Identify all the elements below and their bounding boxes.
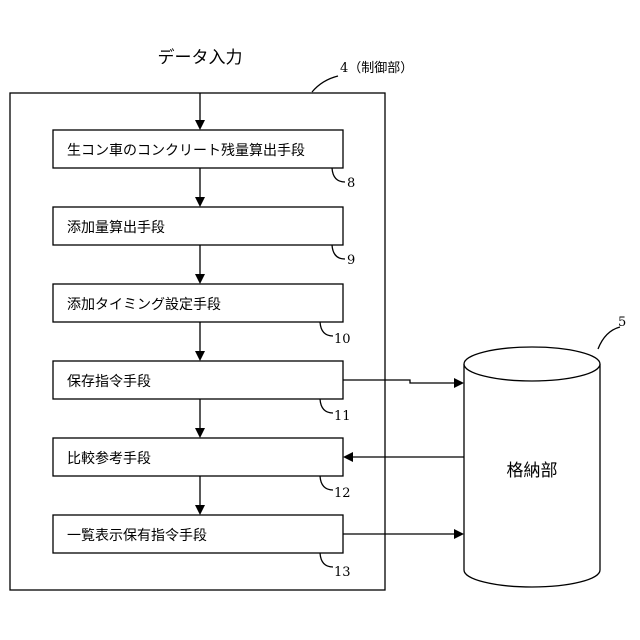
- step-label: 添加量算出手段: [67, 220, 165, 236]
- controller-leader-line: [312, 76, 338, 92]
- step-ref: 11: [334, 409, 351, 424]
- data-input-label: データ入力: [158, 47, 243, 68]
- controller-ref-label: 4（制御部）: [340, 61, 413, 76]
- storage-ref-label: 5: [618, 315, 626, 330]
- storage-cylinder: 格納部 5: [464, 315, 626, 587]
- step-label: 添加タイミング設定手段: [67, 297, 221, 313]
- step-ref: 13: [334, 565, 351, 580]
- step-ref: 12: [334, 486, 351, 501]
- step-ref: 9: [347, 253, 355, 268]
- step-label: 生コン車のコンクリート残量算出手段: [67, 142, 305, 159]
- storage-label: 格納部: [507, 461, 558, 481]
- step-label: 比較参考手段: [67, 450, 151, 467]
- storage-leader-line: [598, 327, 620, 349]
- step-ref: 10: [334, 332, 351, 347]
- step-ref: 8: [347, 176, 355, 191]
- step-label: 一覧表示保有指令手段: [67, 527, 207, 544]
- step-label: 保存指令手段: [67, 374, 151, 390]
